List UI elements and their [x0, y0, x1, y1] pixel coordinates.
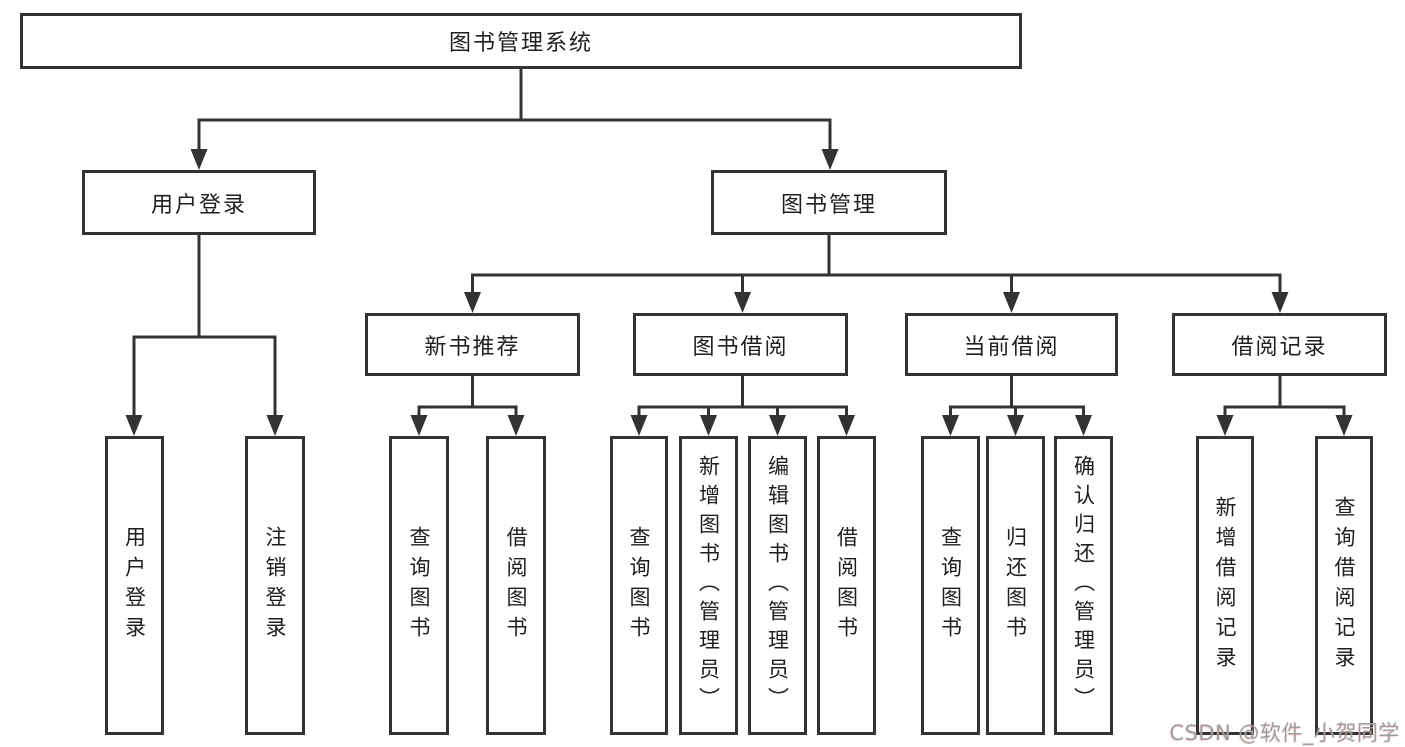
leaf-label: 借阅图书 — [834, 525, 859, 646]
leaf-label: 注销登录 — [263, 525, 287, 646]
leaf-label: 用户登录 — [122, 525, 147, 646]
node-label: 图书管理系统 — [448, 31, 593, 56]
leaf-recommendation-borrow-books: 借阅图书 — [486, 436, 546, 735]
leaf-label: 确认归还（管理员） — [1071, 455, 1096, 716]
leaf-label: 归还图书 — [1003, 525, 1028, 646]
leaf-label: 查询图书 — [407, 525, 431, 646]
leaf-records-query-record: 查询借阅记录 — [1315, 436, 1373, 735]
node-library-management-system: 图书管理系统 — [20, 13, 1022, 69]
leaf-current-return-books: 归还图书 — [986, 436, 1045, 735]
leaf-label: 编辑图书（管理员） — [765, 455, 790, 716]
leaf-label: 查询图书 — [938, 525, 963, 646]
node-user-login: 用户登录 — [82, 170, 316, 235]
leaf-current-confirm-return-admin: 确认归还（管理员） — [1054, 436, 1113, 735]
leaf-label: 新增图书（管理员） — [696, 455, 721, 716]
leaf-label: 新增借阅记录 — [1213, 495, 1237, 676]
node-label: 当前借阅 — [963, 334, 1060, 360]
leaf-user-login: 用户登录 — [105, 436, 164, 735]
leaf-recommendation-query-books: 查询图书 — [389, 436, 449, 735]
leaf-label: 借阅图书 — [504, 525, 528, 646]
leaf-borrowing-borrow-books: 借阅图书 — [817, 436, 876, 735]
leaf-borrowing-add-books-admin: 新增图书（管理员） — [679, 436, 738, 735]
leaf-records-add-record: 新增借阅记录 — [1196, 436, 1254, 735]
leaf-label: 查询图书 — [627, 525, 651, 646]
leaf-label: 查询借阅记录 — [1332, 495, 1356, 676]
node-borrowing-records: 借阅记录 — [1172, 313, 1387, 376]
node-label: 新书推荐 — [424, 334, 521, 360]
leaf-logout: 注销登录 — [245, 436, 305, 735]
node-label: 用户登录 — [150, 192, 247, 218]
node-label: 借阅记录 — [1231, 334, 1328, 360]
node-book-borrowing: 图书借阅 — [633, 313, 848, 376]
leaf-borrowing-edit-books-admin: 编辑图书（管理员） — [748, 436, 807, 735]
node-new-book-recommendation: 新书推荐 — [365, 313, 580, 376]
node-label: 图书管理 — [780, 192, 877, 218]
node-book-management: 图书管理 — [711, 170, 947, 235]
leaf-current-query-books: 查询图书 — [921, 436, 980, 735]
watermark: CSDN @软件_小贺同学 — [1169, 721, 1400, 745]
node-label: 图书借阅 — [692, 334, 789, 360]
leaf-borrowing-query-books: 查询图书 — [610, 436, 668, 735]
node-current-borrowing: 当前借阅 — [905, 313, 1118, 376]
